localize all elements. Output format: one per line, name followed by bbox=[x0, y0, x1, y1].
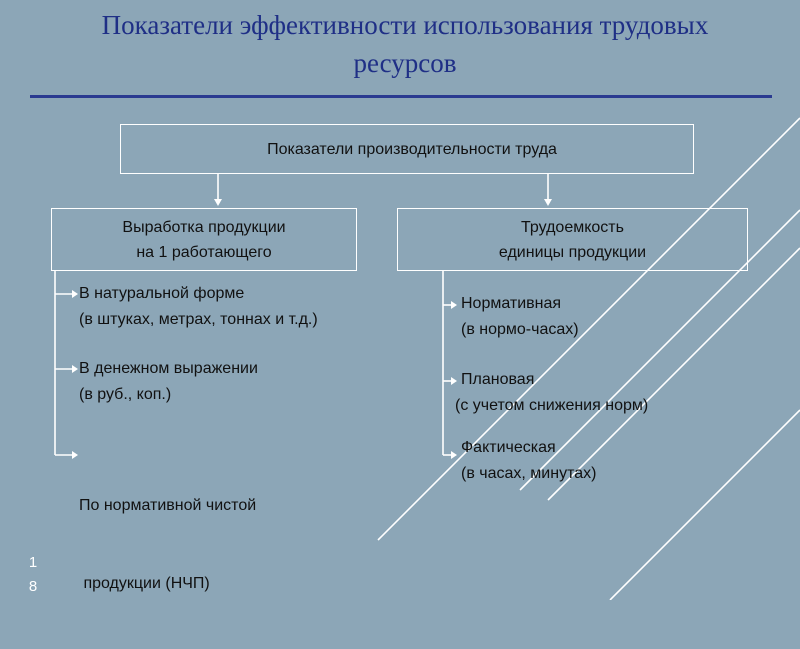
right-box: Трудоемкость единицы продукции bbox=[397, 208, 748, 271]
arrowhead-left-3 bbox=[72, 451, 78, 459]
top-box: Показатели производительности труда bbox=[120, 124, 694, 174]
arrowhead-right-1 bbox=[451, 301, 457, 309]
left-box-line2: на 1 работающего bbox=[136, 243, 272, 261]
slide-title: Показатели эффективности использования т… bbox=[40, 6, 770, 82]
right-item-planned-line2: (с учетом снижения норм) bbox=[455, 397, 649, 414]
right-item-actual-line1: Фактическая bbox=[461, 439, 556, 456]
arrowhead-right-2 bbox=[451, 377, 457, 385]
slide-title-line2: ресурсов bbox=[353, 48, 457, 78]
right-item-actual: Фактическая (в часах, минутах) bbox=[461, 435, 596, 487]
left-item-monetary-line1: В денежном выражении bbox=[79, 360, 258, 377]
left-item-natural-line1: В натуральной форме bbox=[79, 285, 245, 302]
right-item-actual-line2: (в часах, минутах) bbox=[461, 465, 597, 482]
right-item-planned-line1: Плановая bbox=[461, 371, 535, 388]
page-number-digit2: 8 bbox=[28, 578, 38, 595]
slide: Показатели эффективности использования т… bbox=[26, 6, 800, 600]
left-box: Выработка продукции на 1 работающего bbox=[51, 208, 357, 271]
top-box-label: Показатели производительности труда bbox=[267, 140, 557, 158]
right-item-normative-line1: Нормативная bbox=[461, 295, 562, 312]
arrowhead-top-right bbox=[544, 199, 552, 206]
right-item-planned: Плановая (с учетом снижения норм) bbox=[455, 367, 648, 419]
decor-diagonal-3 bbox=[547, 247, 800, 501]
left-item-natural: В натуральной форме (в штуках, метрах, т… bbox=[79, 281, 318, 333]
decor-diagonal-4 bbox=[609, 409, 800, 600]
page-number: 1 8 bbox=[26, 551, 40, 599]
right-item-normative-line2: (в нормо-часах) bbox=[461, 321, 579, 338]
right-box-line2: единицы продукции bbox=[498, 243, 647, 261]
title-underline bbox=[30, 95, 772, 98]
left-box-line1: Выработка продукции bbox=[122, 218, 286, 236]
decor-diagonal-2 bbox=[519, 209, 800, 491]
arrowhead-top-left bbox=[214, 199, 222, 206]
left-item-nchp-line2: продукции (НЧП) bbox=[79, 575, 210, 592]
decor-diagonal-1 bbox=[377, 117, 800, 541]
right-box-line1: Трудоемкость bbox=[521, 218, 624, 236]
connectors-layer bbox=[54, 117, 800, 600]
right-item-normative: Нормативная (в нормо-часах) bbox=[461, 291, 579, 343]
arrowhead-left-1 bbox=[72, 290, 78, 298]
left-item-nchp-line1: По нормативной чистой bbox=[79, 497, 257, 514]
left-item-monetary: В денежном выражении (в руб., коп.) bbox=[79, 356, 258, 408]
arrowhead-right-3 bbox=[451, 451, 457, 459]
left-item-nchp: По нормативной чистой продукции (НЧП) bbox=[79, 441, 256, 649]
left-item-natural-line2: (в штуках, метрах, тоннах и т.д.) bbox=[79, 311, 318, 328]
arrowhead-left-2 bbox=[72, 365, 78, 373]
page-number-digit1: 1 bbox=[28, 554, 38, 571]
slide-title-line1: Показатели эффективности использования т… bbox=[101, 10, 709, 40]
left-item-monetary-line2: (в руб., коп.) bbox=[79, 386, 172, 403]
